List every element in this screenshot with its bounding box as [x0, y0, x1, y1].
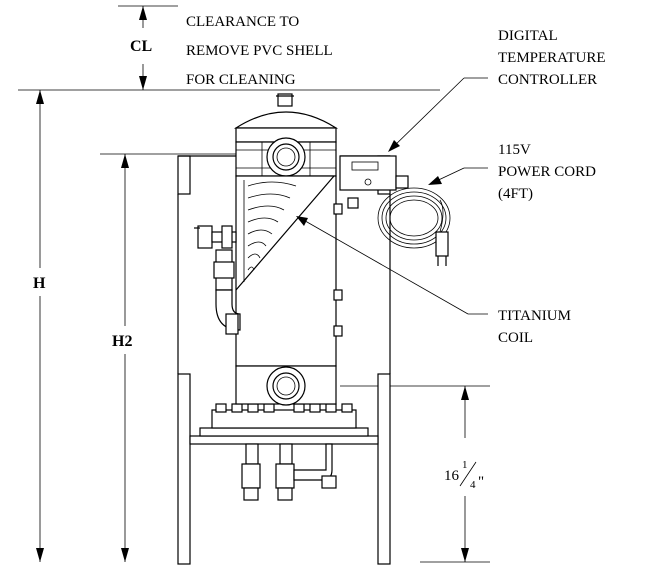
svg-text:CLEARANCE TO: CLEARANCE TO [186, 14, 299, 30]
h2-label: H2 [112, 333, 132, 350]
temperature-controller [339, 155, 397, 209]
svg-text:POWER CORD: POWER CORD [498, 164, 596, 180]
h-dimension: H [33, 90, 46, 562]
svg-text:115V: 115V [498, 142, 531, 158]
titanium-coil-label: TITANIUM COIL [498, 308, 571, 346]
leader-lines [296, 77, 488, 315]
h-label: H [33, 275, 46, 292]
cl-dimension: CL [18, 5, 440, 91]
svg-text:FOR CLEANING: FOR CLEANING [186, 72, 296, 88]
svg-text:TEMPERATURE: TEMPERATURE [498, 50, 606, 66]
base-height-dimension: 16 1 4 " [340, 385, 490, 563]
power-cord-label: 115V POWER CORD (4FT) [498, 142, 596, 202]
h2-dimension: H2 [100, 153, 238, 562]
svg-text:REMOVE PVC SHELL: REMOVE PVC SHELL [186, 43, 333, 59]
svg-text:TITANIUM: TITANIUM [498, 308, 571, 324]
base-height-unit: " [478, 474, 484, 490]
svg-text:CONTROLLER: CONTROLLER [498, 72, 597, 88]
bottom-plumbing [241, 443, 337, 501]
flange-bolts [215, 403, 353, 413]
heater-vessel [233, 93, 343, 406]
cl-label: CL [130, 38, 152, 55]
power-cord [377, 175, 451, 266]
base-height-denominator: 4 [470, 479, 476, 491]
base-height-whole: 16 [444, 468, 460, 484]
controller-label: DIGITAL TEMPERATURE CONTROLLER [498, 28, 606, 88]
drain-valve-assembly [194, 225, 241, 335]
svg-text:COIL: COIL [498, 330, 533, 346]
svg-text:(4FT): (4FT) [498, 186, 533, 202]
svg-text:DIGITAL: DIGITAL [498, 28, 558, 44]
titanium-coil [243, 180, 297, 282]
base-height-numerator: 1 [462, 459, 468, 471]
clearance-label: CLEARANCE TO REMOVE PVC SHELL FOR CLEANI… [186, 14, 333, 88]
